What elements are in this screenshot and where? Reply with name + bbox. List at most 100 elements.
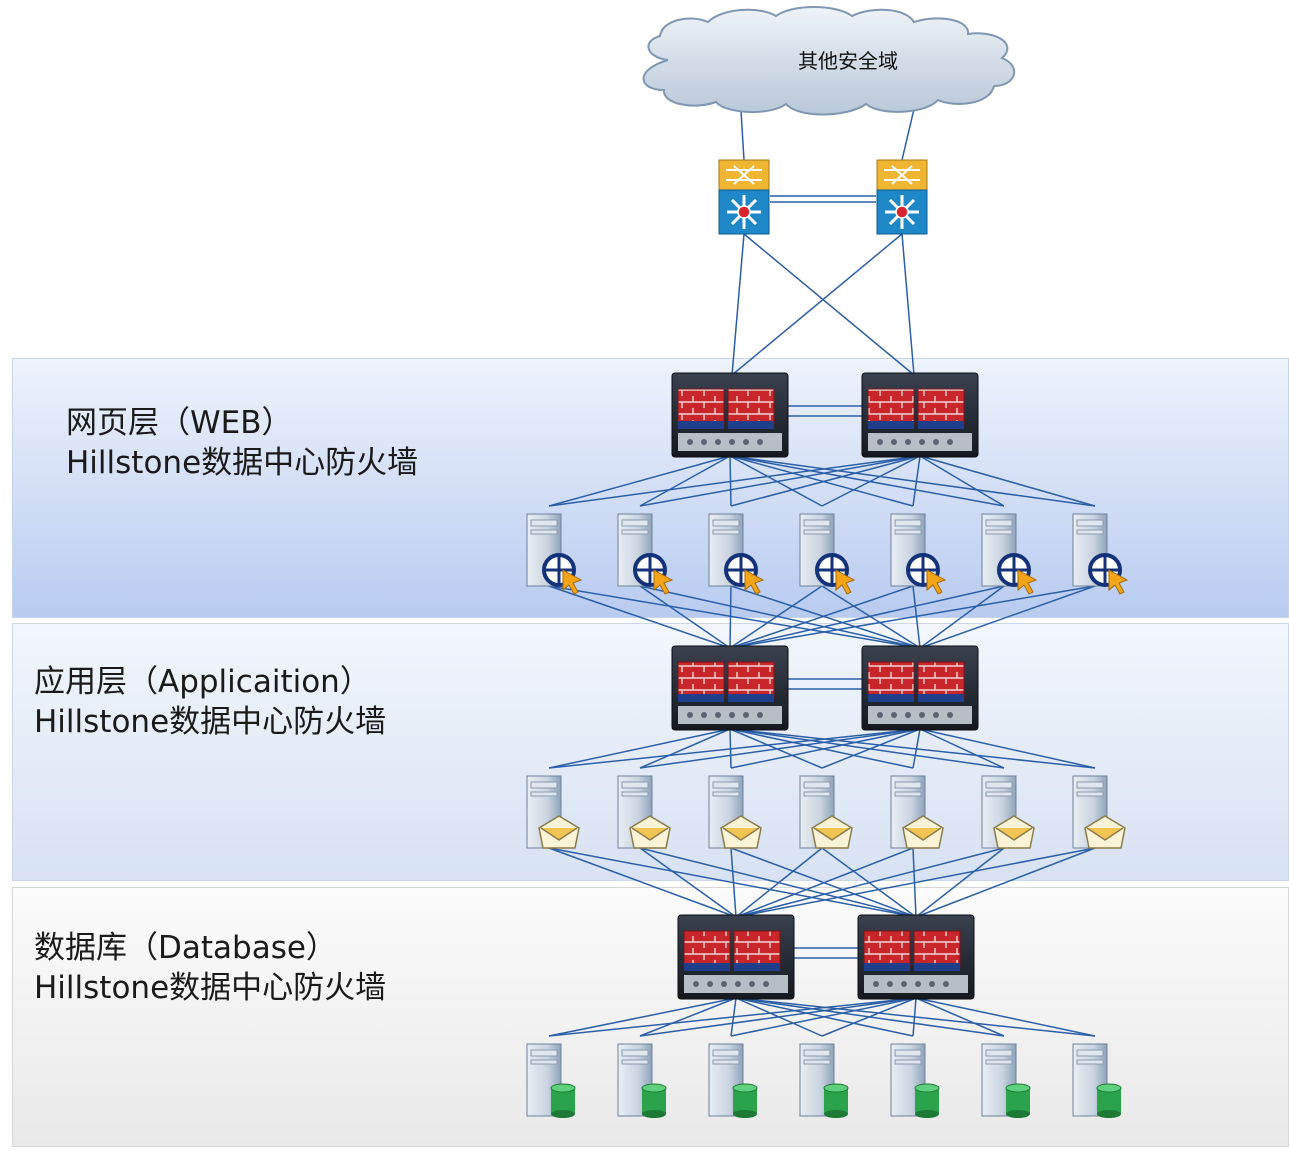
link-line: [548, 997, 917, 1037]
core-switch-icon: [876, 159, 928, 235]
server-icon: [981, 775, 1035, 849]
server-icon: [799, 1043, 849, 1118]
link-line: [548, 847, 917, 918]
link-line: [915, 847, 1005, 918]
link-line: [729, 455, 914, 507]
link-line: [821, 585, 921, 649]
firewall-icon: [861, 372, 979, 458]
link-line: [915, 997, 1096, 1037]
link-line: [915, 847, 1096, 918]
link-line: [730, 728, 921, 769]
link-line: [729, 455, 823, 507]
server-icon: [799, 513, 856, 595]
database-cylinder-icon: [732, 1083, 758, 1118]
link-line: [639, 585, 921, 649]
envelope-icon: [629, 815, 671, 849]
link-line: [735, 997, 1096, 1037]
link-line: [919, 585, 1005, 649]
tier-label-web: 网页层（WEB） Hillstone数据中心防火墙: [66, 403, 418, 483]
server-icon: [617, 513, 674, 595]
globe-cursor-icon: [724, 553, 765, 595]
server-icon: [799, 775, 853, 849]
link-line: [729, 585, 1096, 649]
link-line: [730, 997, 737, 1037]
firewall-icon: [857, 914, 975, 1000]
envelope-icon: [993, 815, 1035, 849]
tier-label-application: 应用层（Applicaition） Hillstone数据中心防火墙: [34, 662, 386, 742]
server-icon: [617, 1043, 667, 1118]
server-icon: [981, 513, 1038, 595]
server-icon: [890, 1043, 940, 1118]
server-icon: [708, 775, 762, 849]
link-line: [548, 728, 921, 769]
link-line: [548, 728, 731, 769]
server-icon: [1072, 513, 1129, 595]
database-cylinder-icon: [823, 1083, 849, 1118]
database-cylinder-icon: [641, 1083, 667, 1118]
link-line: [729, 585, 914, 649]
database-cylinder-icon: [550, 1083, 576, 1118]
link-line: [639, 847, 737, 918]
envelope-icon: [811, 815, 853, 849]
link-line: [729, 455, 1005, 507]
link-line: [639, 728, 731, 769]
server-icon: [526, 513, 583, 595]
server-icon: [708, 1043, 758, 1118]
firewall-icon: [671, 372, 789, 458]
link-line: [639, 455, 921, 507]
cloud-icon: 其他安全域: [642, 6, 1016, 116]
link-line: [729, 728, 1096, 769]
server-icon: [890, 775, 944, 849]
database-cylinder-icon: [1005, 1083, 1031, 1118]
database-cylinder-icon: [914, 1083, 940, 1118]
globe-cursor-icon: [906, 553, 947, 595]
link-line: [639, 455, 731, 507]
link-line: [729, 455, 732, 507]
database-cylinder-icon: [1096, 1083, 1122, 1118]
link-line: [731, 233, 745, 376]
server-icon: [617, 775, 671, 849]
server-icon: [708, 513, 765, 595]
globe-cursor-icon: [1088, 553, 1129, 595]
link-line: [729, 728, 914, 769]
globe-cursor-icon: [815, 553, 856, 595]
link-line: [735, 847, 823, 918]
cloud-label: 其他安全域: [798, 49, 898, 73]
link-line: [919, 585, 1096, 649]
globe-cursor-icon: [633, 553, 674, 595]
link-line: [735, 847, 914, 918]
server-icon: [526, 1043, 576, 1118]
tier-subtitle: Hillstone数据中心防火墙: [34, 704, 387, 740]
link-line: [639, 728, 921, 769]
link-line: [548, 997, 737, 1037]
envelope-icon: [720, 815, 762, 849]
link-line: [735, 847, 1005, 918]
link-line: [730, 847, 737, 918]
server-icon: [526, 775, 580, 849]
link-line: [919, 455, 1005, 507]
firewall-icon: [671, 645, 789, 731]
link-line: [915, 997, 1005, 1037]
server-icon: [1072, 775, 1126, 849]
tier-subtitle: Hillstone数据中心防火墙: [34, 970, 387, 1006]
core-switch-icon: [718, 159, 770, 235]
link-line: [735, 847, 1096, 918]
tier-label-database: 数据库（Database） Hillstone数据中心防火墙: [34, 928, 386, 1008]
link-line: [729, 728, 1005, 769]
link-line: [731, 233, 903, 376]
tier-title: 应用层（Applicaition）: [34, 664, 371, 700]
tier-subtitle: Hillstone数据中心防火墙: [66, 445, 419, 481]
envelope-icon: [1084, 815, 1126, 849]
link-line: [639, 997, 737, 1037]
link-line: [729, 455, 1096, 507]
link-line: [548, 455, 921, 507]
link-line: [729, 585, 823, 649]
link-line: [730, 585, 921, 649]
network-links: [548, 91, 1096, 1037]
envelope-icon: [538, 815, 580, 849]
link-line: [729, 728, 732, 769]
link-line: [548, 585, 921, 649]
link-line: [735, 997, 823, 1037]
link-line: [548, 847, 737, 918]
